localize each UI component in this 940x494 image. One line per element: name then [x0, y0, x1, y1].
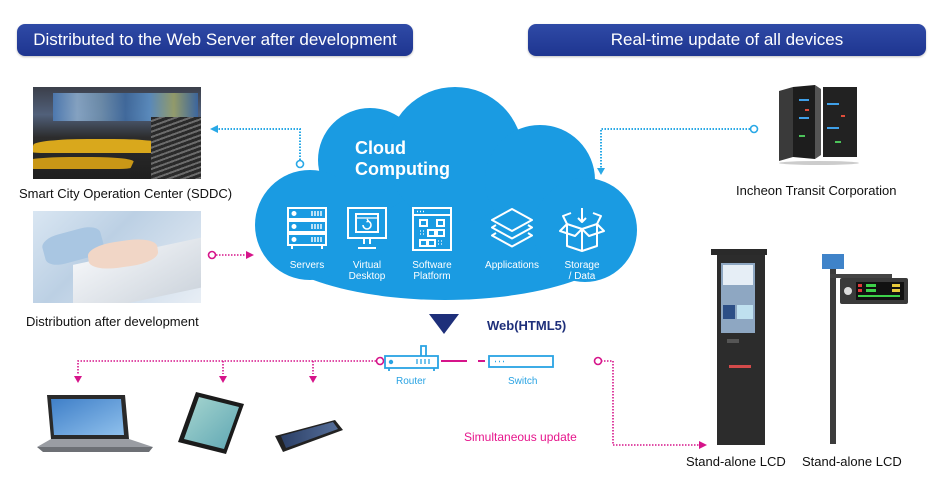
cloud-title-line2: Computing: [355, 159, 450, 179]
virtual-desktop-icon: [347, 207, 387, 249]
arrow-to-phone: [309, 376, 317, 383]
applications-label: Applications: [485, 260, 539, 271]
connector-node-dev: [207, 250, 217, 260]
connector-router-to-clients: [77, 360, 376, 374]
web-html5-label: Web(HTML5): [487, 318, 567, 333]
banner-real-time-update: Real-time update of all devices: [528, 24, 926, 56]
cloud-title-line1: Cloud: [355, 138, 406, 158]
kiosk-lcd-image: [711, 249, 767, 445]
router-icon: [384, 345, 439, 371]
cloud-title: Cloud Computing: [355, 138, 450, 180]
kiosk-caption: Stand-alone LCD: [686, 454, 786, 469]
cloud-item-storage-data: Storage / Data: [550, 206, 614, 282]
sddc-caption: Smart City Operation Center (SDDC): [19, 186, 233, 201]
servers-label: Servers: [289, 260, 325, 271]
cloud-item-applications: Applications: [480, 206, 544, 271]
storage-data-icon: [559, 208, 605, 252]
software-platform-label-2: Platform: [413, 271, 451, 282]
connector-switch-to-lcd: [601, 360, 700, 446]
arrow-to-lcd: [699, 441, 707, 449]
tablet-image: [178, 392, 244, 454]
arrow-to-tablet: [219, 376, 227, 383]
cloud-item-virtual-desktop: Virtual Desktop: [335, 206, 399, 282]
server-rack-image: [779, 85, 859, 165]
virtual-desktop-label-1: Virtual: [352, 260, 382, 271]
arrow-to-cloud-from-dev: [246, 251, 254, 259]
connector-transit-to-cloud: [600, 128, 750, 170]
software-platform-icon: [412, 207, 452, 251]
control-room-photo: [33, 87, 201, 179]
arrow-to-sddc: [210, 125, 218, 133]
cloud-item-servers: Servers: [275, 206, 339, 271]
virtual-desktop-label-2: Desktop: [348, 271, 386, 282]
cloud-item-software-platform: Software Platform: [400, 206, 464, 282]
connector-node-switch: [593, 356, 603, 366]
connector-node-cloud-left: [295, 159, 305, 169]
smartphone-image: [275, 420, 343, 452]
servers-icon: [287, 207, 327, 249]
transit-caption: Incheon Transit Corporation: [736, 183, 897, 198]
switch-icon: [488, 355, 554, 368]
storage-label-1: Storage: [564, 260, 600, 271]
router-label: Router: [396, 376, 427, 387]
storage-label-2: / Data: [568, 271, 596, 282]
pole-caption: Stand-alone LCD: [802, 454, 902, 469]
software-platform-label-1: Software: [412, 260, 452, 271]
connector-cloud-to-sddc: [215, 128, 301, 160]
banner-right-text: Real-time update of all devices: [610, 30, 844, 49]
arrow-to-cloud: [597, 168, 605, 175]
banner-left-text: Distributed to the Web Server after deve…: [33, 30, 397, 49]
bus-stop-pole-lcd-image: [822, 254, 908, 444]
down-arrow-icon: [429, 314, 459, 334]
laptop-image: [37, 395, 153, 452]
connector-node-transit: [749, 124, 759, 134]
switch-label: Switch: [508, 376, 538, 387]
typing-on-laptop-photo: [33, 211, 201, 303]
arrow-to-laptop: [74, 376, 82, 383]
banner-distributed-to-web-server: Distributed to the Web Server after deve…: [17, 24, 413, 56]
distribution-caption: Distribution after development: [26, 314, 199, 329]
simultaneous-update-label: Simultaneous update: [464, 430, 577, 444]
connector-node-router: [375, 356, 385, 366]
applications-icon: [491, 208, 533, 248]
